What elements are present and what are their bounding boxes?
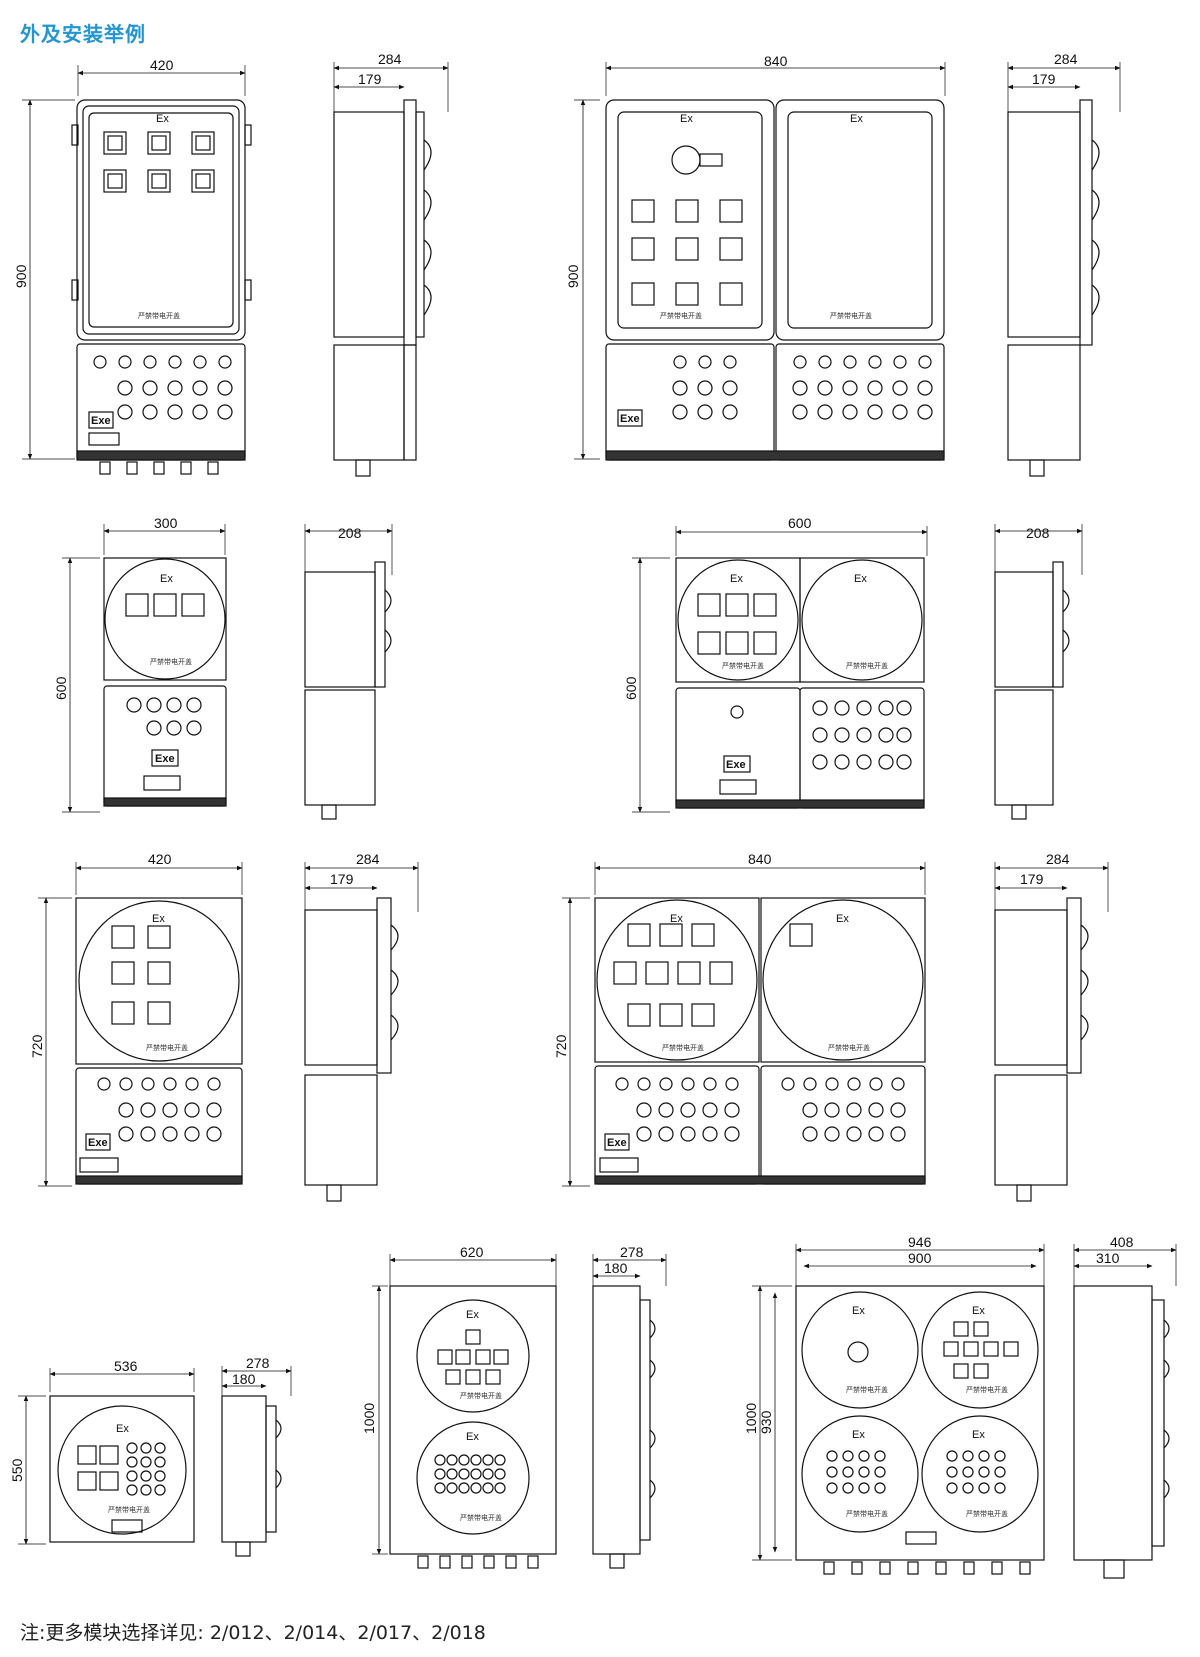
dim-depth2: 180 <box>604 1260 628 1276</box>
warning-text: 严禁带电开盖 <box>460 1391 502 1400</box>
warning-text: 严禁带电开盖 <box>830 311 872 320</box>
dim-height: 720 <box>553 1034 569 1058</box>
dim-depth: 284 <box>1046 851 1070 867</box>
drawing-side-284 <box>1007 62 1121 477</box>
warning-text: 严禁带电开盖 <box>460 1513 502 1522</box>
warning-text: 严禁带电开盖 <box>722 661 764 670</box>
ex-mark: Ex <box>160 573 173 585</box>
dim-depth: 278 <box>246 1355 270 1371</box>
dim-depth: 284 <box>1054 51 1078 67</box>
drawing-front-420x900 <box>22 65 252 475</box>
drawing-front-620x1000 <box>372 1254 557 1569</box>
exe-mark: Exe <box>155 753 175 765</box>
drawing-front-600x600 <box>632 526 928 813</box>
drawing-side-408 <box>1073 1244 1177 1579</box>
dim-width: 840 <box>748 851 772 867</box>
dim-height: 1000 <box>361 1403 377 1434</box>
dim-depth: 284 <box>378 51 402 67</box>
exe-mark: Exe <box>91 415 111 427</box>
warning-text: 严禁带电开盖 <box>966 1509 1008 1518</box>
dim-width: 600 <box>788 515 812 531</box>
dim-width: 536 <box>114 1358 138 1374</box>
warning-text: 严禁带电开盖 <box>846 661 888 670</box>
dim-height: 600 <box>53 676 69 700</box>
exe-mark: Exe <box>726 759 746 771</box>
dim-width: 840 <box>764 53 788 69</box>
drawing-side-284 <box>994 862 1109 1202</box>
drawing-side-208 <box>304 524 393 820</box>
drawing-front-840x900 <box>574 62 946 461</box>
dim-depth2: 180 <box>232 1371 256 1387</box>
footnote: 注:更多模块选择详见: 2/012、2/014、2/017、2/018 <box>20 1622 486 1644</box>
warning-text: 严禁带电开盖 <box>662 1043 704 1052</box>
dim-depth2: 179 <box>1032 71 1056 87</box>
ex-mark: Ex <box>836 913 849 925</box>
drawing-front-840x720 <box>562 862 926 1187</box>
dim-depth: 408 <box>1110 1234 1134 1250</box>
ex-mark: Ex <box>466 1431 479 1443</box>
warning-text: 严禁带电开盖 <box>108 1505 150 1514</box>
ex-mark: Ex <box>852 1305 865 1317</box>
ex-mark: Ex <box>730 573 743 585</box>
drawing-front-536x550 <box>18 1368 195 1545</box>
dim-height: 900 <box>13 264 29 288</box>
warning-text: 严禁带电开盖 <box>846 1385 888 1394</box>
exe-mark: Exe <box>607 1137 627 1149</box>
dim-width: 620 <box>460 1244 484 1260</box>
warning-text: 严禁带电开盖 <box>138 311 180 320</box>
page-title: 外及安装举例 <box>20 22 146 46</box>
warning-text: 严禁带电开盖 <box>828 1043 870 1052</box>
ex-mark: Ex <box>972 1305 985 1317</box>
exe-mark: Exe <box>88 1137 108 1149</box>
dim-depth: 284 <box>356 851 380 867</box>
dim-depth: 208 <box>338 525 362 541</box>
ex-mark: Ex <box>972 1429 985 1441</box>
warning-text: 严禁带电开盖 <box>660 311 702 320</box>
drawing-side-284 <box>333 62 449 477</box>
dim-width2: 900 <box>908 1250 932 1266</box>
dim-depth: 208 <box>1026 525 1050 541</box>
drawing-side-278 <box>221 1366 292 1557</box>
drawing-side-208 <box>994 524 1083 820</box>
ex-mark: Ex <box>852 1429 865 1441</box>
dim-height2: 930 <box>758 1410 774 1434</box>
dim-width: 300 <box>154 515 178 531</box>
dim-height: 900 <box>565 264 581 288</box>
ex-mark: Ex <box>670 913 683 925</box>
ex-mark: Ex <box>854 573 867 585</box>
dim-depth2: 310 <box>1096 1250 1120 1266</box>
ex-mark: Ex <box>152 913 165 925</box>
warning-text: 严禁带电开盖 <box>146 1043 188 1052</box>
dim-height: 1000 <box>743 1403 759 1434</box>
dim-depth2: 179 <box>1020 871 1044 887</box>
ex-mark: Ex <box>116 1423 129 1435</box>
ex-mark: Ex <box>680 113 693 125</box>
drawing-front-300x600 <box>62 524 227 813</box>
warning-text: 严禁带电开盖 <box>846 1509 888 1518</box>
drawing-front-420x720 <box>38 862 243 1187</box>
dim-depth2: 179 <box>358 71 382 87</box>
dim-depth: 278 <box>620 1244 644 1260</box>
ex-mark: Ex <box>850 113 863 125</box>
dim-width: 420 <box>148 851 172 867</box>
dim-depth2: 179 <box>330 871 354 887</box>
drawing-front-946x1000 <box>752 1244 1045 1575</box>
dim-width: 420 <box>150 57 174 73</box>
ex-mark: Ex <box>156 113 169 125</box>
drawing-side-284 <box>304 862 419 1202</box>
ex-mark: Ex <box>466 1309 479 1321</box>
warning-text: 严禁带电开盖 <box>966 1385 1008 1394</box>
drawing-side-278 <box>592 1254 667 1569</box>
dim-width: 946 <box>908 1234 932 1250</box>
dim-height: 550 <box>9 1458 25 1482</box>
dim-height: 720 <box>29 1034 45 1058</box>
warning-text: 严禁带电开盖 <box>150 657 192 666</box>
exe-mark: Exe <box>620 413 640 425</box>
dim-height: 600 <box>623 676 639 700</box>
